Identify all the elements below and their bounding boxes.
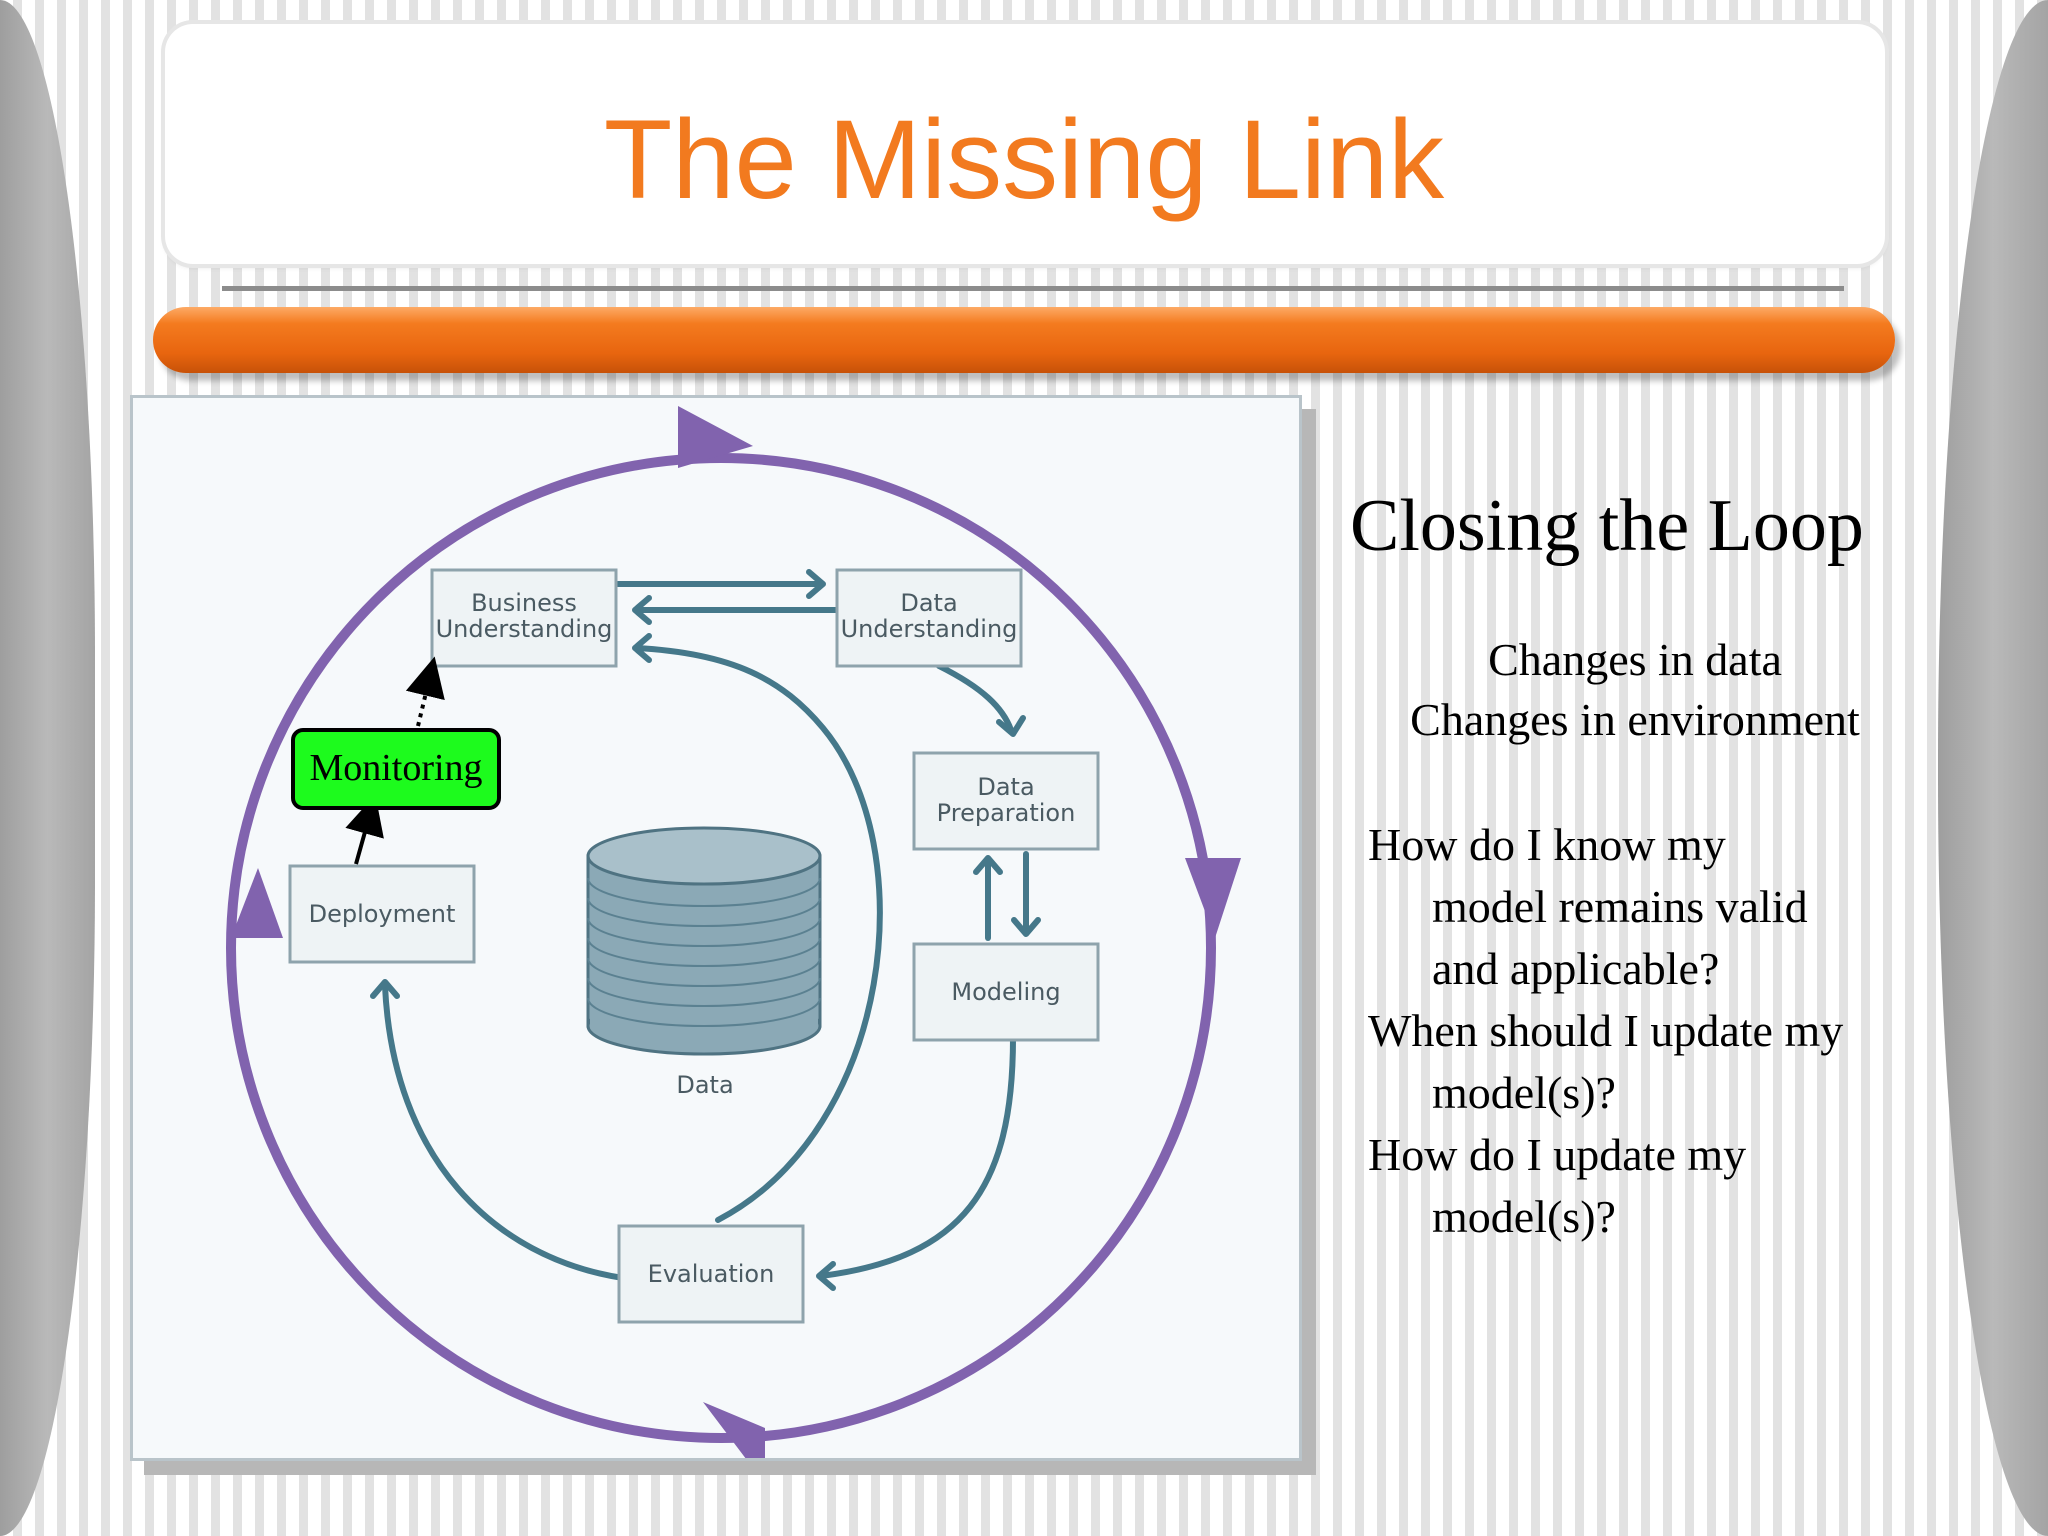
cycle-arrowhead-right [1185,858,1241,938]
svg-text:Data: Data [900,589,957,617]
box-deployment: Deployment [288,864,476,964]
svg-text:Understanding: Understanding [841,615,1018,643]
title-panel [165,24,1885,264]
cycle-arrowhead-bottom [703,1402,765,1458]
deployment-to-monitoring-arrow [345,794,384,865]
title-divider [222,286,1844,291]
flow-du-to-bu-head [632,595,652,625]
changes-list: Changes in data Changes in environment [1355,630,1915,750]
svg-text:Evaluation: Evaluation [648,1260,775,1288]
left-pillar-decoration [0,0,95,1536]
svg-text:Monitoring: Monitoring [309,747,482,789]
box-business-understanding: Business Understanding [430,568,618,668]
monitoring-to-business-dotted-arrow [405,656,445,727]
box-modeling: Modeling [912,942,1100,1042]
data-cylinder-icon [586,826,822,1056]
svg-text:Data: Data [977,773,1034,801]
flow-evaluation-to-bu [633,645,883,1223]
flow-dp-to-modeling-head [1011,917,1041,937]
cycle-arrowhead-left [231,868,283,938]
question-item: How do I know my model remains valid and… [1368,819,1808,994]
outer-cycle-ring [226,453,1216,1443]
cycle-diagram-svg: Data Business Understanding Data Underst… [226,406,1241,1458]
question-item: How do I update my model(s)? [1368,1129,1747,1242]
data-store-label: Data [676,1071,733,1099]
svg-text:Business: Business [471,589,577,617]
orange-banner-bar [153,307,1895,373]
change-item: Changes in environment [1410,694,1860,745]
svg-text:Deployment: Deployment [309,900,456,928]
change-item: Changes in data [1488,634,1782,685]
crisp-dm-diagram: Data Business Understanding Data Underst… [130,395,1302,1461]
flow-du-to-dp-head [996,715,1026,737]
right-pillar-decoration [1938,0,2048,1536]
svg-text:Modeling: Modeling [951,978,1060,1006]
flow-modeling-to-dp-head [973,855,1003,875]
box-monitoring: Monitoring [291,728,501,810]
box-data-preparation: Data Preparation [912,751,1100,851]
slide-title: The Missing Link [603,97,1445,222]
flow-evaluation-to-deployment-head [370,979,400,999]
box-data-understanding: Data Understanding [835,568,1023,668]
flow-modeling-to-evaluation [818,1035,1016,1279]
flow-bu-to-du-head [806,569,826,599]
svg-text:Preparation: Preparation [937,799,1076,827]
question-item: When should I update my model(s)? [1368,1005,1844,1118]
flow-evaluation-to-deployment [382,983,626,1281]
questions-list: How do I know my model remains valid and… [1368,814,1843,1248]
flow-du-to-dp [936,663,1014,733]
flow-modeling-to-evaluation-head [816,1261,836,1291]
cycle-arrowhead-top [678,406,753,468]
svg-text:Understanding: Understanding [436,615,613,643]
flow-evaluation-to-bu-head [632,633,652,663]
side-heading: Closing the Loop [1350,485,1864,567]
box-evaluation: Evaluation [617,1224,805,1324]
